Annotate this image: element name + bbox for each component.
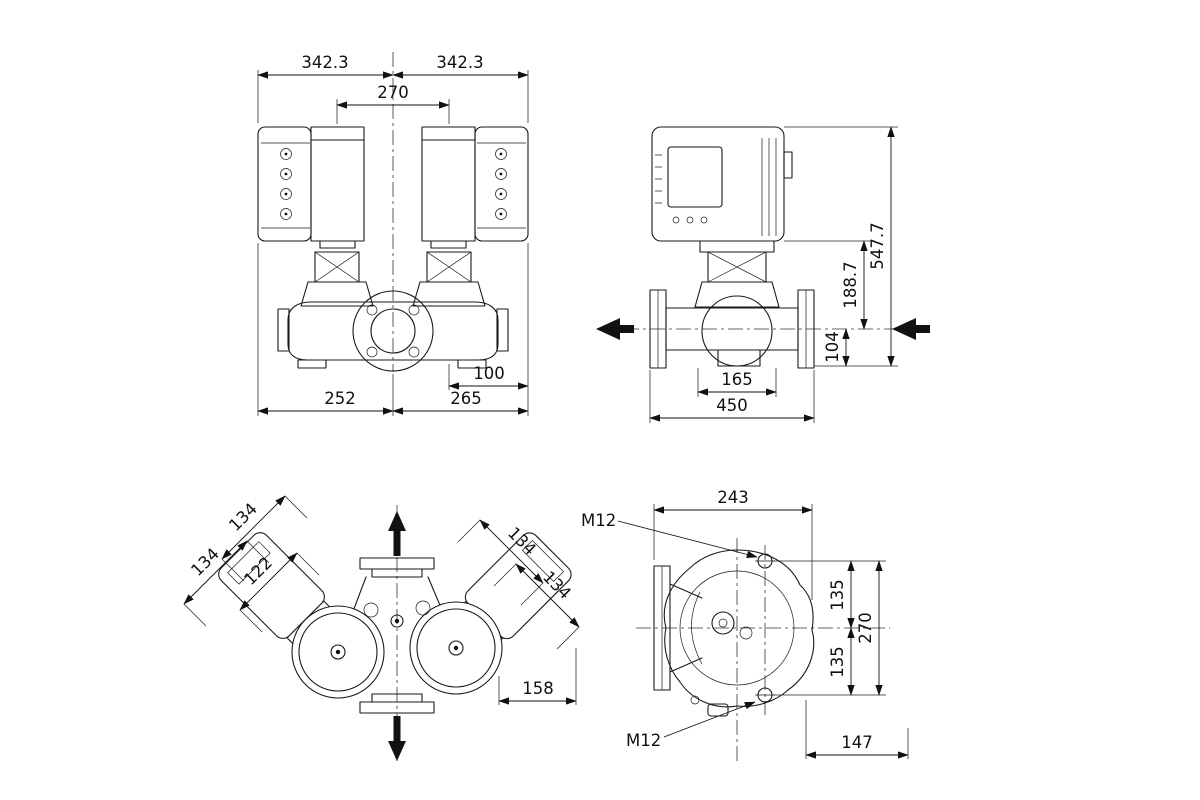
- dim-front-port-offset: 100: [473, 364, 505, 383]
- port-stub-right: [496, 308, 509, 352]
- dim-end-flange-width: 243: [717, 488, 749, 507]
- control-box: [651, 126, 785, 242]
- side-pump-head: [694, 240, 780, 308]
- button-icon: [686, 216, 694, 224]
- side-motor: [651, 126, 793, 242]
- dim-top-left-motor: 134: [187, 544, 223, 580]
- dim-end-foot-offset: 147: [841, 733, 873, 752]
- dim-top-fan-width: 158: [522, 679, 554, 698]
- fan-cover-right: [409, 601, 503, 695]
- motor-cap-right: [421, 126, 476, 141]
- dim-side-axis-height: 104: [823, 331, 842, 363]
- button-icon: [700, 216, 708, 224]
- dim-side-overall-height: 547.7: [868, 222, 887, 269]
- top-view: 134 134 122 134 134 158: [183, 495, 580, 765]
- terminal-box-right: [474, 126, 529, 242]
- side-view: 547.7 188.7 104 165 450: [596, 126, 930, 423]
- port-arrow-up-icon: [388, 511, 406, 556]
- dim-end-upper-half: 135: [828, 579, 847, 611]
- lantern-left: [300, 281, 374, 307]
- motor-fins-left: [310, 139, 365, 242]
- bolt-holes: [755, 553, 775, 703]
- base-foot: [717, 349, 761, 367]
- dim-end-bolt-top: M12: [581, 511, 616, 530]
- dim-side-motor-clearance: 188.7: [841, 261, 860, 308]
- terminal-box-left: [257, 126, 312, 242]
- plug-holes-left: [280, 148, 292, 220]
- front-view: 342.3 342.3 270 100 252 265: [257, 52, 529, 416]
- dim-front-motor-spacing: 270: [377, 83, 409, 102]
- foot-right: [457, 359, 487, 369]
- end-flange-left: [653, 565, 703, 691]
- front-volute: [277, 290, 509, 372]
- display-panel: [667, 146, 723, 208]
- end-dimensions: 243 M12 135 135 270 M12 147: [581, 488, 909, 759]
- port-stub-left: [277, 308, 290, 352]
- connector-stub: [783, 151, 793, 179]
- dim-top-left-box: 134: [225, 499, 261, 535]
- plug-holes-right: [495, 148, 507, 220]
- port-arrow-down-icon: [388, 716, 406, 761]
- dim-end-lower-half: 135: [828, 646, 847, 678]
- flow-arrow-in-icon: [892, 318, 930, 340]
- button-icon: [672, 216, 680, 224]
- fan-grille-left: [298, 612, 378, 692]
- side-pipe: [649, 289, 815, 369]
- motor-fins-right: [421, 139, 476, 242]
- dim-front-width-right: 342.3: [436, 53, 483, 72]
- side-dimensions: 547.7 188.7 104 165 450: [649, 126, 898, 423]
- front-motor-left: [257, 126, 374, 307]
- center-flange: [352, 290, 434, 372]
- fan-cover-left: [291, 605, 385, 699]
- shaft-hub: [711, 611, 735, 635]
- dim-front-base-left: 252: [324, 389, 356, 408]
- flow-arrow-out-icon: [596, 318, 634, 340]
- bottom-flange-outer: [359, 701, 435, 714]
- dim-end-bolt-bottom: M12: [626, 731, 661, 750]
- dim-front-width-left: 342.3: [301, 53, 348, 72]
- dim-side-foot-span: 165: [721, 370, 753, 389]
- front-motor-right: [412, 126, 529, 307]
- end-volute: [663, 549, 815, 717]
- front-dimensions: 342.3 342.3 270 100 252 265: [257, 53, 529, 416]
- end-view: 243 M12 135 135 270 M12 147: [581, 488, 909, 762]
- dim-end-bolt-span: 270: [856, 612, 875, 644]
- foot-left: [297, 359, 327, 369]
- dim-front-base-right: 265: [450, 389, 482, 408]
- fan-grille-right: [416, 608, 496, 688]
- dim-side-port-length: 450: [716, 396, 748, 415]
- motor-cap-left: [310, 126, 365, 141]
